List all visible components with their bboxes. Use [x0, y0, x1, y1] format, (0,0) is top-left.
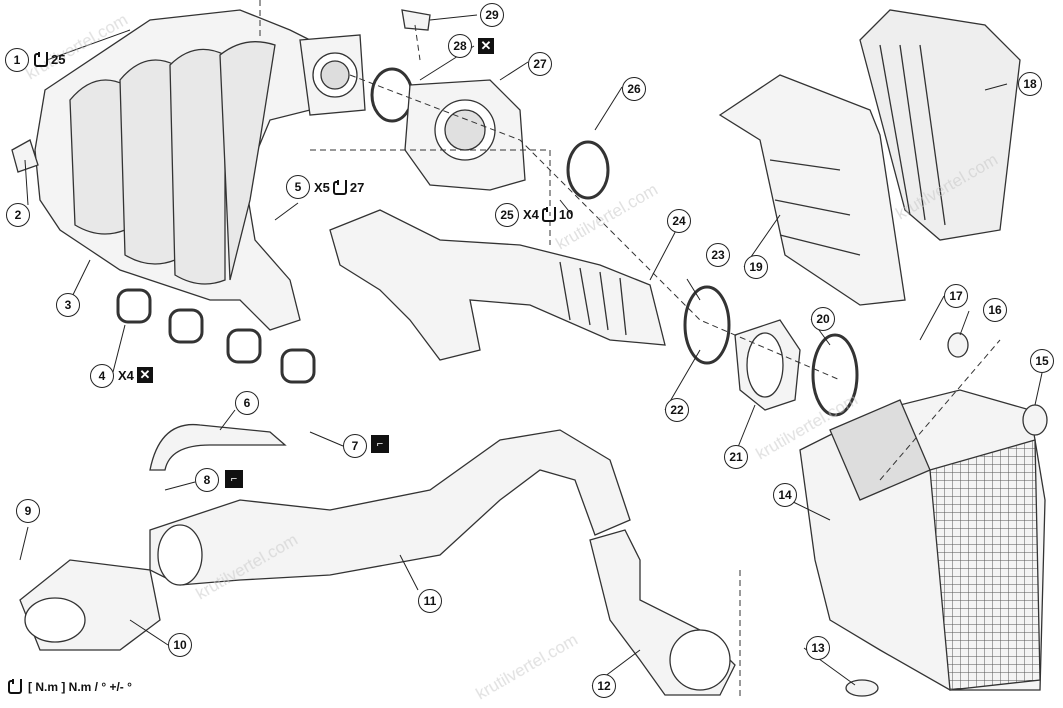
- callout-9: 9: [16, 499, 40, 523]
- callout-7: 7: [343, 434, 367, 458]
- callout-23: 23: [706, 243, 730, 267]
- callout-18: 18: [1018, 72, 1042, 96]
- callout-12: 12: [592, 674, 616, 698]
- lube-8: ⌐: [225, 470, 243, 488]
- watermark-6: krutilvertel.com: [473, 630, 581, 704]
- callout-26: 26: [622, 77, 646, 101]
- callout-6: 6: [235, 391, 259, 415]
- callout-10: 10: [168, 633, 192, 657]
- callout-11: 11: [418, 589, 442, 613]
- torque-wrench-icon: [332, 179, 347, 195]
- callout-5: 5: [286, 175, 310, 199]
- callout-16: 16: [983, 298, 1007, 322]
- lube-7: ⌐: [371, 435, 389, 453]
- torque-1-value: 25: [51, 52, 66, 67]
- air-inlet-duct: [329, 209, 666, 361]
- callout-15: 15: [1030, 349, 1054, 373]
- callout-20: 20: [811, 307, 835, 331]
- lubricant-icon: ⌐: [225, 470, 243, 488]
- callout-8: 8: [195, 468, 219, 492]
- callout-29: 29: [480, 3, 504, 27]
- callout-21: 21: [724, 445, 748, 469]
- torque-wrench-icon: [34, 51, 48, 67]
- torque-25: X4 10: [523, 206, 574, 222]
- callout-27: 27: [528, 52, 552, 76]
- torque-1: 25: [34, 51, 66, 67]
- legend: [ N.m ] N.m / ° +/- °: [8, 679, 132, 694]
- callout-1: 1: [5, 48, 29, 72]
- qty-4-value: X4: [118, 367, 134, 383]
- callout-17: 17: [944, 284, 968, 308]
- callout-3: 3: [56, 293, 80, 317]
- callout-28: 28: [448, 34, 472, 58]
- replace-28: ✕: [478, 38, 494, 54]
- callout-24: 24: [667, 209, 691, 233]
- callout-25: 25: [495, 203, 519, 227]
- air-filter-element: [859, 9, 1021, 241]
- callout-13: 13: [806, 636, 830, 660]
- lubricant-icon: ⌐: [371, 435, 389, 453]
- callout-14: 14: [773, 483, 797, 507]
- replace-x-icon: ✕: [478, 38, 494, 54]
- callout-2: 2: [6, 203, 30, 227]
- torque-5-value: 27: [349, 180, 365, 195]
- torque-25-value: 10: [558, 207, 574, 222]
- callout-22: 22: [665, 398, 689, 422]
- callout-19: 19: [744, 255, 768, 279]
- torque-5: X5 27: [314, 179, 365, 195]
- qty-5-value: X5: [314, 180, 330, 195]
- lower-intake-pipe: [149, 429, 631, 586]
- legend-text: [ N.m ] N.m / ° +/- °: [28, 680, 132, 694]
- torque-wrench-icon: [541, 206, 556, 222]
- replace-x-icon: ✕: [136, 367, 153, 383]
- torque-wrench-icon: [8, 679, 22, 694]
- callout-4: 4: [90, 364, 114, 388]
- qty-4: X4 ✕: [118, 367, 153, 383]
- qty-25-value: X4: [523, 207, 539, 222]
- air-filter-frame: [718, 74, 906, 306]
